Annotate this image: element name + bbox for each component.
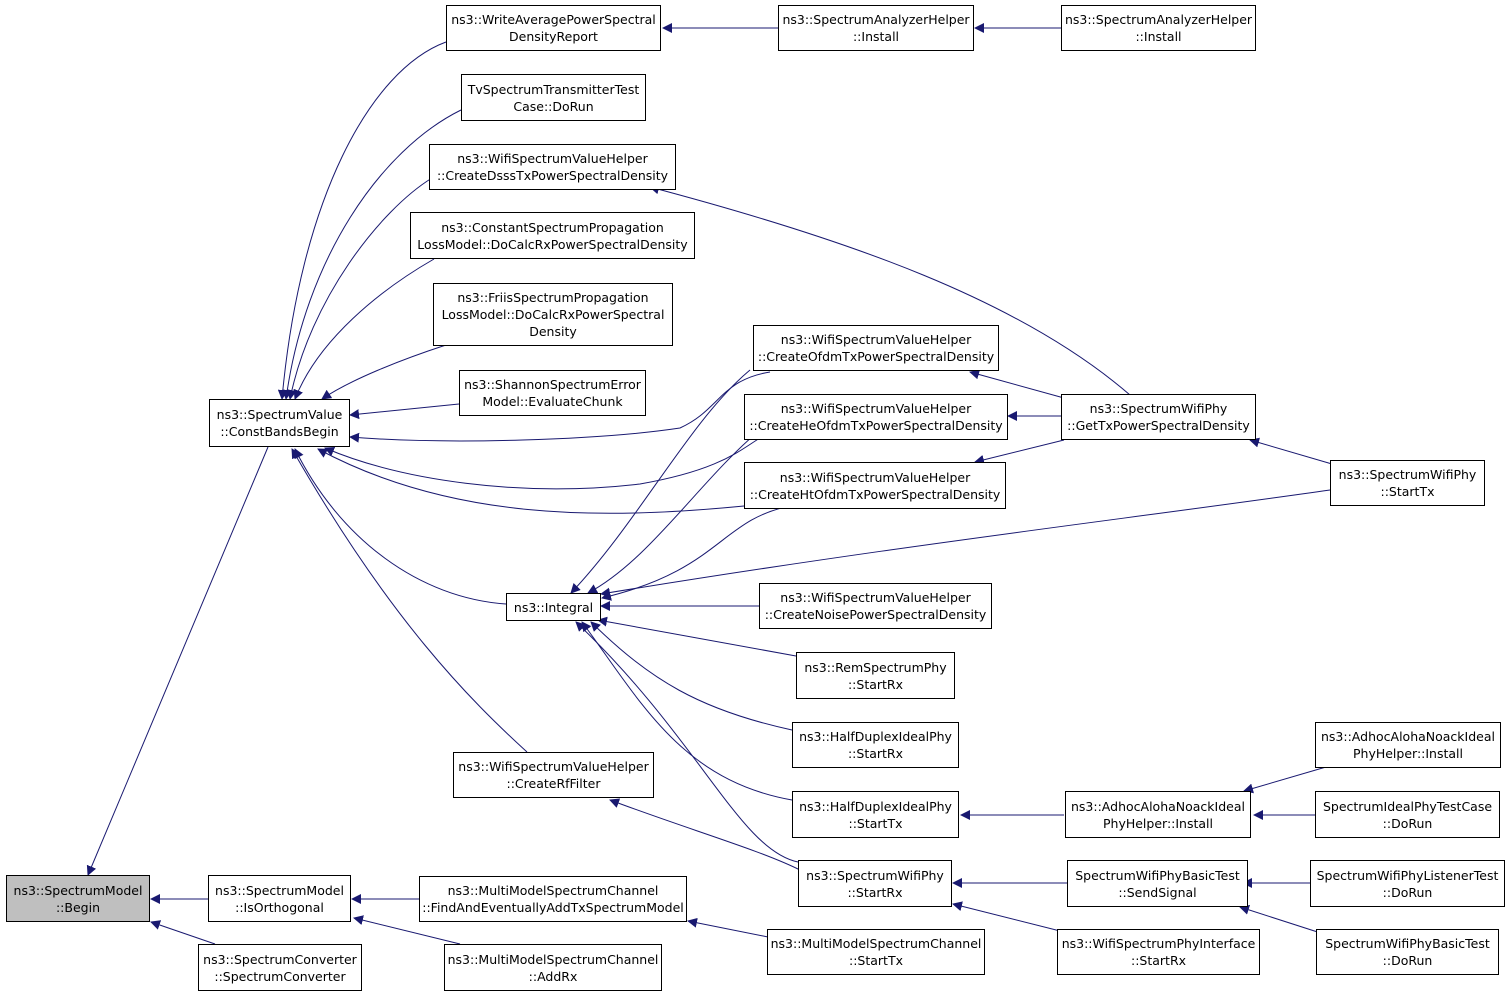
edge-hdrx-to-integral: [590, 621, 793, 731]
node-spectrumvalue-constbandsbegin[interactable]: ns3::SpectrumValue::ConstBandsBegin: [209, 399, 350, 447]
node-multimodelspectrumchannel-addrx[interactable]: ns3::MultiModelSpectrumChannel::AddRx: [444, 944, 662, 991]
edge-dsss-to-constbandsbegin: [286, 177, 433, 400]
node-integral[interactable]: ns3::Integral: [506, 593, 601, 621]
node-createdssstxpowerspectraldensity[interactable]: ns3::WifiSpectrumValueHelper::CreateDsss…: [429, 144, 676, 190]
node-multimodelspectrumchannel-findandeventuallyaddtxspectrummodel[interactable]: ns3::MultiModelSpectrumChannel::FindAndE…: [419, 876, 687, 922]
node-spectrumanalyzerhelper-install-1[interactable]: ns3::SpectrumAnalyzerHelper::Install: [778, 5, 974, 51]
edge-rem-to-integral: [597, 616, 797, 657]
edge-ofdm-to-integral: [570, 369, 751, 594]
node-createrffilter[interactable]: ns3::WifiSpectrumValueHelper::CreateRfFi…: [453, 752, 654, 798]
edge-spectrumconverter-to-begin: [150, 920, 216, 945]
node-spectrumwifiphybasictest-dorun[interactable]: SpectrumWifiPhyBasicTest::DoRun: [1316, 929, 1499, 975]
node-createnoisepowerspectraldensity[interactable]: ns3::WifiSpectrumValueHelper::CreateNois…: [759, 583, 992, 629]
node-createofdmtxpowerspectraldensity[interactable]: ns3::WifiSpectrumValueHelper::CreateOfdm…: [753, 325, 999, 371]
edge-starttx-to-integral: [600, 489, 1331, 598]
edge-cspl-to-constbandsbegin: [293, 258, 435, 400]
node-spectrumwifiphy-starttx[interactable]: ns3::SpectrumWifiPhy::StartTx: [1330, 460, 1485, 506]
edge-swprx-to-integral: [575, 621, 799, 863]
node-spectrumwifiphybasictest-sendsignal[interactable]: SpectrumWifiPhyBasicTest::SendSignal: [1067, 860, 1248, 907]
edge-swprx-to-rffilter: [609, 798, 801, 871]
edge-addrx-to-isorthogonal: [353, 915, 461, 945]
edge-gettx-to-ofdm: [969, 369, 1065, 399]
node-spectrumwifiphy-gettxpowerspectraldensity[interactable]: ns3::SpectrumWifiPhy::GetTxPowerSpectral…: [1061, 394, 1256, 440]
node-spectrummodel-isorthogonal[interactable]: ns3::SpectrumModel::IsOrthogonal: [208, 875, 351, 922]
node-createhtofdmtxpowerspectraldensity[interactable]: ns3::WifiSpectrumValueHelper::CreateHtOf…: [744, 462, 1006, 509]
node-spectrumwifiphy-startrx[interactable]: ns3::SpectrumWifiPhy::StartRx: [798, 860, 952, 907]
node-spectrumanalyzerhelper-install-2[interactable]: ns3::SpectrumAnalyzerHelper::Install: [1061, 5, 1256, 51]
edge-htofdm-to-constbandsbegin: [317, 448, 745, 514]
node-wifispectrumphyinterface-startrx[interactable]: ns3::WifiSpectrumPhyInterface::StartRx: [1057, 929, 1260, 975]
node-spectrummodel-begin[interactable]: ns3::SpectrumModel::Begin: [6, 875, 150, 922]
edge-gettx-to-dsss: [649, 184, 1131, 396]
edge-htofdm-to-integral: [601, 505, 791, 601]
edge-aloha2-to-aloha: [1243, 766, 1327, 794]
edge-friis-to-constbandsbegin: [321, 344, 447, 400]
edge-heofdm-to-integral: [587, 429, 761, 594]
edge-constbandsbegin-to-begin: [86, 446, 269, 876]
node-multimodelspectrumchannel-starttx[interactable]: ns3::MultiModelSpectrumChannel::StartTx: [767, 929, 985, 975]
edge-rffilter-to-constbandsbegin: [291, 448, 528, 753]
edge-wapsd-to-constbandsbegin: [277, 41, 447, 400]
edge-basictest-to-sendsignal: [1239, 905, 1331, 937]
node-spectrumconverter[interactable]: ns3::SpectrumConverter::SpectrumConverte…: [198, 944, 362, 991]
edge-heofdm-to-constbandsbegin: [324, 437, 761, 490]
edge-integral-to-constbandsbegin: [294, 448, 507, 605]
node-createheofdmtxpowerspectraldensity[interactable]: ns3::WifiSpectrumValueHelper::CreateHeOf…: [744, 394, 1008, 440]
node-halfduplexidealphy-starttx[interactable]: ns3::HalfDuplexIdealPhy::StartTx: [792, 791, 959, 838]
edge-tvstt-to-constbandsbegin: [282, 109, 462, 400]
edge-shannon-to-constbandsbegin: [349, 403, 460, 420]
node-spectrumwifiphylistenertest-dorun[interactable]: SpectrumWifiPhyListenerTest::DoRun: [1310, 860, 1505, 907]
edge-mmsc-starttx-to-findandadd: [687, 917, 769, 938]
node-spectrumidealphytestcase-dorun[interactable]: SpectrumIdealPhyTestCase::DoRun: [1315, 791, 1500, 838]
edge-hdtx-to-integral: [581, 621, 793, 801]
edge-gettx-to-htofdm: [974, 439, 1065, 465]
node-remspectrumphy-startrx[interactable]: ns3::RemSpectrumPhy::StartRx: [796, 652, 955, 699]
node-halfduplexidealphy-startrx[interactable]: ns3::HalfDuplexIdealPhy::StartRx: [792, 722, 959, 768]
edge-starttx-to-gettx: [1249, 437, 1333, 465]
